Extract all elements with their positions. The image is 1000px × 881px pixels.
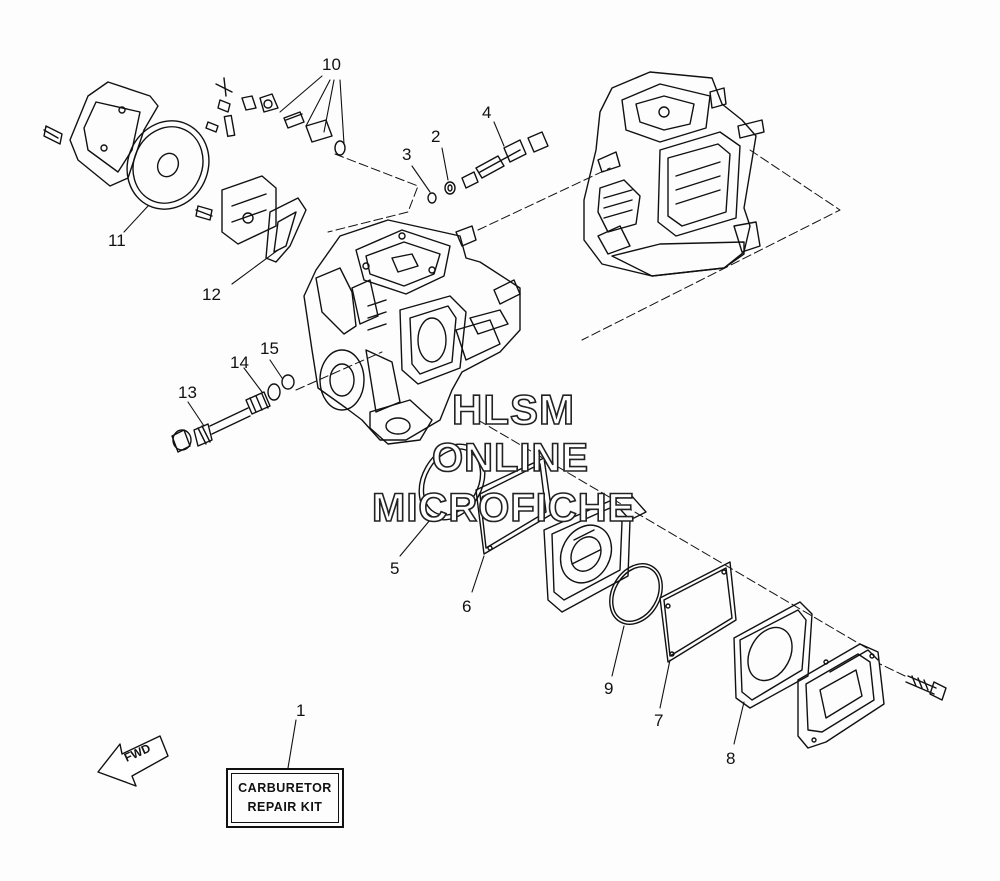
- callout-15: 15: [260, 339, 279, 358]
- carburetor-body-rear: [583, 71, 765, 277]
- callout-6: 6: [462, 597, 472, 616]
- callout-1: 1: [296, 701, 306, 720]
- o-ring-9: [609, 563, 663, 625]
- plate-6: [475, 457, 553, 555]
- small-parts-top: [205, 77, 346, 156]
- repair-kit-box: CARBURETOR REPAIR KIT: [226, 768, 344, 828]
- end-cover: [797, 643, 885, 749]
- screw-13-14-15: [171, 374, 295, 453]
- gasket-8: [733, 601, 813, 709]
- kit-line-1: CARBURETOR: [238, 781, 332, 795]
- callout-10: 10: [322, 55, 341, 74]
- callout-14: 14: [230, 353, 249, 372]
- carburetor-body-front: [303, 219, 521, 445]
- plate-7: [659, 561, 737, 663]
- intake-parts-12: [195, 175, 307, 263]
- callout-2: 2: [431, 127, 441, 146]
- callout-8: 8: [726, 749, 736, 768]
- small-parts-2-3-4: [427, 131, 549, 204]
- callout-5: 5: [390, 559, 400, 578]
- callout-13: 13: [178, 383, 197, 402]
- watermark-line-1: HLSM: [451, 385, 575, 434]
- fwd-arrow-icon: [97, 735, 169, 787]
- callout-11: 11: [108, 231, 126, 250]
- assembly-lines: [295, 149, 906, 677]
- callout-9: 9: [604, 679, 614, 698]
- kit-line-2: REPAIR KIT: [247, 800, 323, 814]
- gasket-5: [418, 443, 486, 521]
- pump-cover-11: [43, 81, 210, 210]
- bolt: [905, 675, 947, 701]
- callout-12: 12: [202, 285, 221, 304]
- leader-lines: [123, 75, 745, 769]
- callout-7: 7: [654, 711, 664, 730]
- watermark-line-2: ONLINE: [431, 435, 590, 481]
- pump-body: [543, 493, 647, 613]
- callout-3: 3: [402, 145, 412, 164]
- callout-4: 4: [482, 103, 492, 122]
- watermark-line-3: MICROFICHE: [371, 485, 636, 531]
